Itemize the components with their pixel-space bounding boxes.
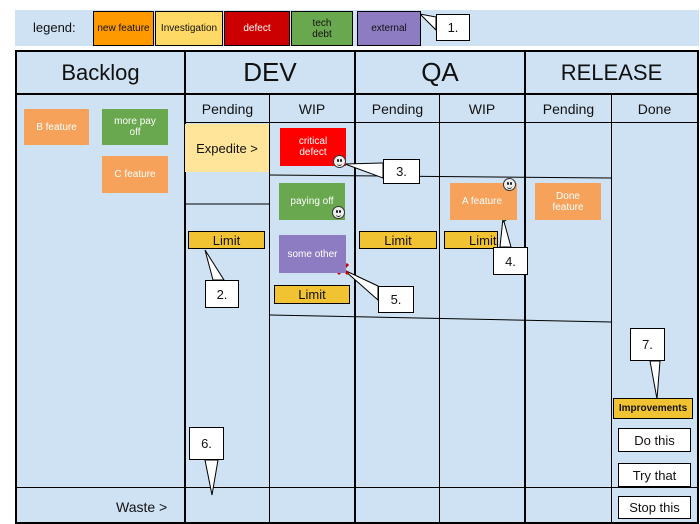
subheader-dev-wip: WIP — [298, 100, 326, 117]
limit-qa-wip: Limit — [444, 231, 498, 249]
legend-external: external — [357, 11, 421, 46]
card-more-pay-off[interactable]: more pay off — [102, 109, 168, 145]
action-do-this[interactable]: Do this — [618, 428, 691, 452]
column-header-qa: QA — [421, 57, 459, 87]
callout-6: 6. — [189, 427, 224, 460]
col-line-dev-mid — [269, 95, 270, 524]
callout-5: 5. — [378, 286, 414, 313]
legend-tech-debt: tech debt — [291, 11, 353, 46]
card-c-feature[interactable]: C feature — [102, 156, 168, 193]
col-line-backlog — [184, 50, 186, 524]
subheader-qa-pending: Pending — [371, 100, 424, 117]
subheader-dev-pending: Pending — [201, 100, 254, 117]
smiley-icon — [332, 206, 345, 219]
callout-4: 4. — [493, 247, 528, 275]
subheader-qa-wip: WIP — [468, 100, 496, 117]
waste-label: Waste > — [116, 499, 168, 515]
board-right-line — [697, 50, 699, 524]
card-done-feature[interactable]: Done feature — [535, 183, 601, 220]
limit-dev-pending: Limit — [188, 231, 265, 249]
improvements-label: Improvements — [613, 398, 693, 419]
board-top-line — [15, 50, 699, 52]
card-expedite[interactable]: Expedite > — [185, 124, 269, 172]
waste-top-line — [15, 487, 699, 488]
callout-7: 7. — [630, 328, 665, 361]
callout-1: 1. — [436, 14, 470, 41]
card-some-other[interactable]: some other — [279, 235, 346, 273]
legend-investigation: Investigation — [155, 11, 223, 46]
card-b-feature[interactable]: B feature — [24, 109, 89, 145]
col-line-release-mid — [611, 95, 612, 524]
column-header-backlog: Backlog — [61, 59, 140, 85]
legend-new-feature: new feature — [93, 11, 154, 46]
smiley-icon — [503, 178, 516, 191]
smiley-icon — [333, 155, 346, 168]
subheader-bottom-line — [185, 122, 699, 123]
board-left-line — [15, 50, 17, 524]
col-line-qa — [524, 50, 526, 524]
subheader-release-pending: Pending — [542, 100, 595, 117]
action-try-that[interactable]: Try that — [618, 463, 691, 487]
subheader-release-done: Done — [637, 100, 672, 117]
legend-label: legend: — [33, 20, 76, 35]
limit-qa-pending: Limit — [359, 231, 437, 249]
board-bottom-line — [15, 522, 699, 524]
col-line-qa-mid — [439, 95, 440, 524]
callout-3: 3. — [383, 159, 420, 184]
legend-defect: defect — [224, 11, 290, 46]
col-line-dev — [354, 50, 356, 524]
header-bottom-line — [15, 93, 699, 95]
action-stop-this[interactable]: Stop this — [618, 496, 691, 519]
callout-2: 2. — [205, 280, 239, 308]
limit-dev-wip: Limit — [274, 285, 350, 304]
column-header-dev: DEV — [243, 57, 297, 87]
column-header-release: RELEASE — [560, 59, 663, 85]
